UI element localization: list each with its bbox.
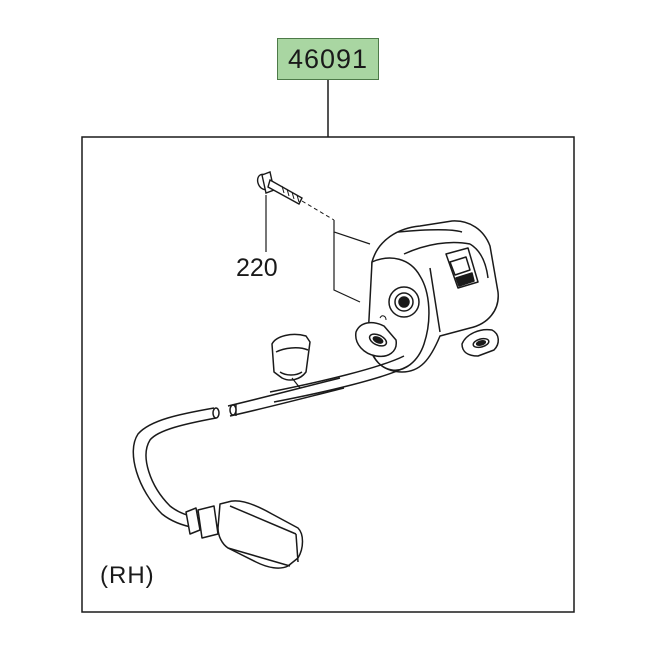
switch-housing [355,220,499,373]
part-number-tag: 46091 [277,38,379,80]
bolt-220 [256,171,303,205]
rubber-boot [271,333,311,381]
diagram-frame [81,136,575,613]
boot-leader [291,377,301,389]
assembly-bracket-line [333,220,371,245]
side-label: (RH) [100,562,155,589]
bolt-callout-label: 220 [236,254,278,282]
assembly-bracket-line-lower [333,232,361,303]
wire-connector [185,500,304,569]
wiring-cable [132,355,409,529]
bolt-axis-line [301,200,335,221]
